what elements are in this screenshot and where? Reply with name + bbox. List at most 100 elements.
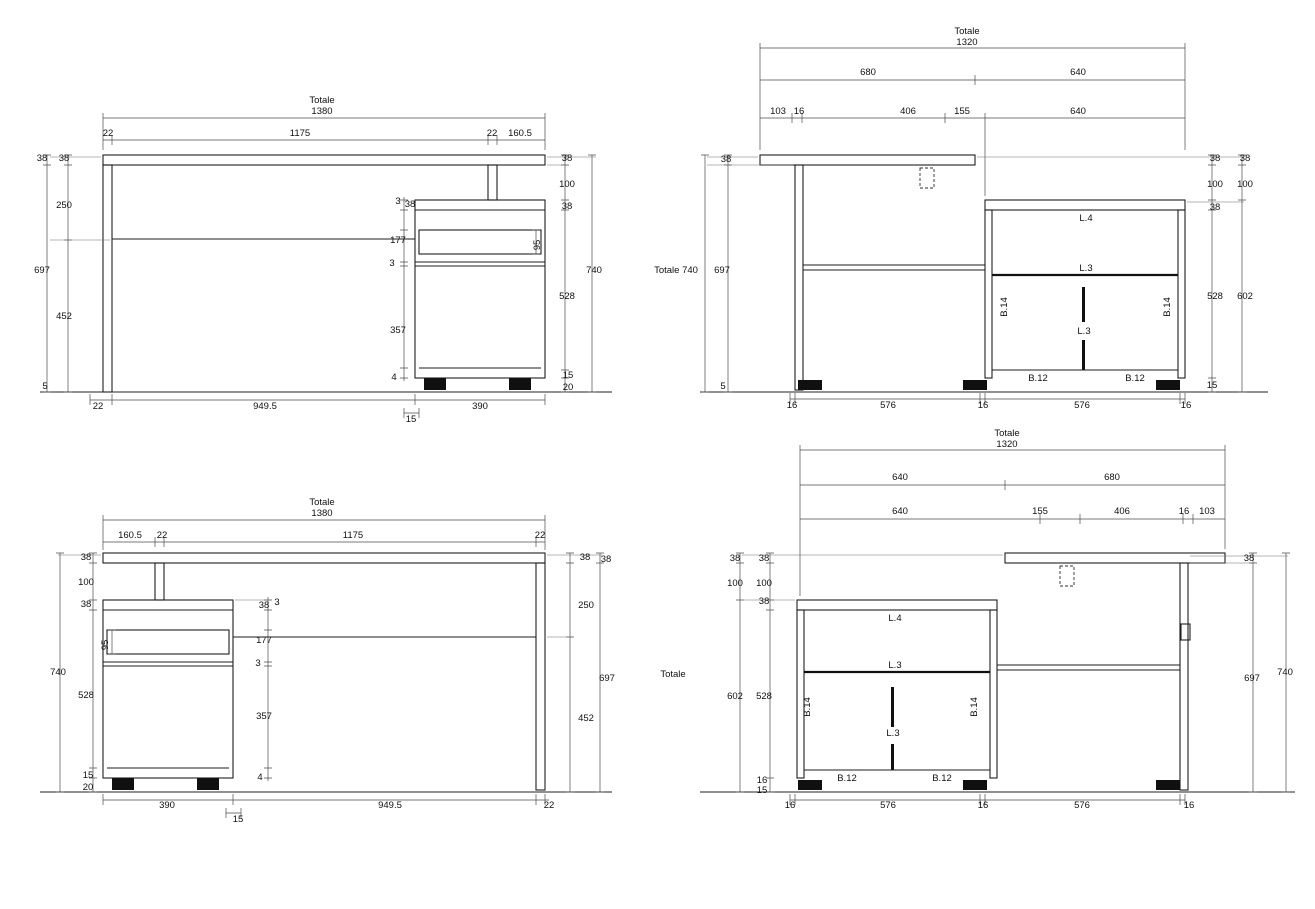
dimension-label: 357 — [390, 325, 406, 336]
dimension-label: 22 — [544, 800, 555, 811]
dimension-label: B.12 — [1028, 373, 1048, 384]
dimension-label: 38 — [405, 199, 416, 210]
dimension-label: 38 — [59, 153, 70, 164]
dimension-label: 576 — [880, 800, 896, 811]
pedestal-shelf — [415, 261, 545, 267]
dimension-label: B.14 — [802, 697, 813, 717]
dimension-label: 22 — [487, 128, 498, 139]
dimension-label: Totale — [660, 669, 685, 680]
cabinet-side-panel — [796, 609, 805, 779]
shelf — [803, 264, 985, 271]
dimension-label: 22 — [93, 401, 104, 412]
dimension-label: 16 — [978, 800, 989, 811]
pedestal-shelf — [103, 661, 233, 667]
dimension-label: 697 — [34, 265, 50, 276]
dimension-label: 250 — [578, 600, 594, 611]
desk-top — [102, 154, 546, 166]
dimension-label: 160.5 — [118, 530, 142, 541]
dimension-label: 576 — [1074, 800, 1090, 811]
dimension-label: 38 — [721, 154, 732, 165]
view-return-right — [700, 43, 1268, 404]
foot — [112, 778, 134, 790]
dimension-label: Totale — [309, 95, 334, 106]
extension-lines — [742, 554, 1288, 601]
bracket — [919, 167, 935, 189]
dimension-label: 38 — [1244, 553, 1255, 564]
dimension-label: B.14 — [999, 297, 1010, 317]
dimension-label: 406 — [900, 106, 916, 117]
dimension-label: 16 — [785, 800, 796, 811]
dimension-label: 740 — [50, 667, 66, 678]
dimension-label: 100 — [559, 179, 575, 190]
divider-bar — [891, 687, 894, 727]
foot — [1156, 380, 1180, 390]
dimension-label: 640 — [1070, 106, 1086, 117]
dimension-label: 4 — [391, 372, 396, 383]
dimension-label: 15 — [1207, 380, 1218, 391]
foot — [1156, 780, 1180, 790]
dimension-label: 697 — [714, 265, 730, 276]
dimension-label: 22 — [157, 530, 168, 541]
cabinet-top — [796, 599, 998, 611]
foot — [963, 380, 987, 390]
dimension-label: 38 — [81, 552, 92, 563]
dimension-label: B.14 — [969, 697, 980, 717]
view-desk-front-right — [40, 113, 612, 418]
dimension-label: 390 — [472, 401, 488, 412]
pedestal-support — [487, 164, 498, 201]
desk-top — [759, 154, 976, 166]
dimension-label: 160.5 — [508, 128, 532, 139]
dimension-label: 38 — [580, 552, 591, 563]
pedestal-body — [414, 199, 546, 379]
desk-top — [102, 552, 546, 564]
dimension-label: 100 — [756, 578, 772, 589]
dimension-label: 15 — [757, 785, 768, 796]
dimension-label: 452 — [578, 713, 594, 724]
dimension-label: B.12 — [932, 773, 952, 784]
dimension-label: L.3 — [886, 728, 899, 739]
dimension-label: 155 — [954, 106, 970, 117]
foot — [798, 780, 822, 790]
dimension-label: 20 — [563, 382, 574, 393]
dimension-label: 38 — [1240, 153, 1251, 164]
dimension-lines — [56, 515, 604, 818]
pedestal-support — [154, 562, 165, 601]
dimension-label: 680 — [1104, 472, 1120, 483]
dimension-label: 528 — [78, 690, 94, 701]
dimension-label: 1175 — [290, 128, 310, 139]
dimension-label: 4 — [257, 772, 262, 783]
extension-lines — [58, 554, 602, 638]
dimension-label: 38 — [562, 153, 573, 164]
dimension-label: 38 — [759, 596, 770, 607]
dimension-label: 38 — [259, 600, 270, 611]
dimension-label: 22 — [535, 530, 546, 541]
dimension-label: 38 — [759, 553, 770, 564]
dimension-label: 3 — [395, 196, 400, 207]
dimension-label: 528 — [1207, 291, 1223, 302]
foot — [798, 380, 822, 390]
dimension-label: 602 — [727, 691, 743, 702]
dimension-label: 250 — [56, 200, 72, 211]
dimension-label: 406 — [1114, 506, 1130, 517]
foot — [509, 378, 531, 390]
desk-leg — [102, 164, 113, 393]
hook-bracket — [1180, 623, 1191, 641]
dimension-label: 95 — [100, 640, 111, 651]
dimension-label: L.3 — [1079, 263, 1092, 274]
dimension-label: 3 — [274, 597, 279, 608]
dimension-label: Totale — [309, 497, 334, 508]
dimension-label: 740 — [1277, 667, 1293, 678]
shelf — [997, 664, 1180, 671]
dimension-label: 38 — [601, 554, 612, 565]
dimension-label: 100 — [78, 577, 94, 588]
desk-top — [1004, 552, 1226, 564]
dimension-label: 100 — [1237, 179, 1253, 190]
dimension-label: Totale 740 — [654, 265, 698, 276]
extension-lines — [707, 156, 1244, 203]
bracket — [1059, 565, 1075, 587]
cabinet-top — [984, 199, 1186, 211]
view-desk-front-left — [40, 515, 612, 818]
dimension-label: 3 — [389, 258, 394, 269]
